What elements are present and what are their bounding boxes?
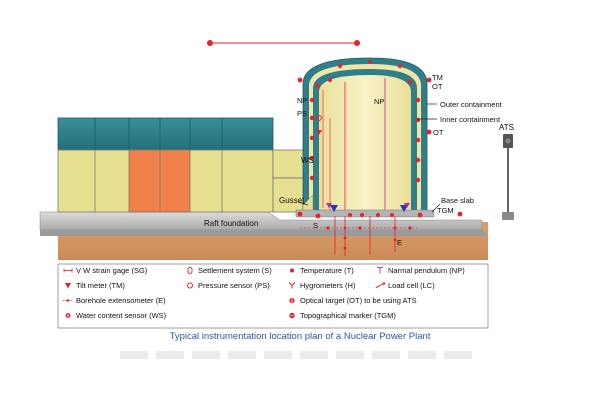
label-np-left: NP [297,96,307,105]
sg-legend-icon [63,268,73,273]
legend-label-t: Temperature (T) [300,266,354,275]
legend-label-e: Borehole extensometer (E) [76,296,166,305]
auxiliary-building [57,117,314,213]
label-np-center: NP [374,97,384,106]
diagram-labels: TM OT NP NP PS Outer containment Inner c… [204,73,514,247]
lc-legend-icon [375,282,386,288]
legend-label-tm: Tilt meter (TM) [76,281,125,290]
legend-label-sg: V W strain gage (SG) [76,266,148,275]
leader-lines [297,103,441,213]
figure-caption: Typical instrumentation location plan of… [169,331,431,342]
legend-label-s: Settlement system (S) [198,266,272,275]
label-ws: WS [301,156,314,165]
legend-label-ot: Optical target (OT) to be using ATS [300,296,417,305]
ws-legend-icon [65,313,71,318]
borehole-extensometers [334,216,397,256]
faded-subcaption [120,351,480,359]
label-inner-containment: Inner containment [440,115,501,124]
base-instruments [297,203,463,230]
label-s: S [313,221,318,230]
tgm-legend-icon [289,312,295,319]
normal-pendulum-lines [322,78,386,210]
label-e: E [397,238,402,247]
label-ot-top: OT [432,82,443,91]
t-legend-icon [290,268,294,273]
top-marker-bar [207,40,360,46]
containment-structure [295,57,435,218]
tm-legend-icon [65,283,71,289]
label-raft-foundation: Raft foundation [204,219,258,228]
label-ot-right: OT [433,128,444,137]
label-gusset: Gusset [279,196,305,205]
legend-label-ws: Water content sensor (WS) [76,311,167,320]
s-legend-icon [187,267,193,274]
ats-station [502,134,514,220]
np-legend-icon [377,267,383,274]
legend-items: V W strain gage (SG) Settlement system (S… [63,266,465,320]
e-legend-icon [63,299,73,302]
legend-label-h: Hygrometers (H) [300,281,356,290]
legend-label-lc: Load cell (LC) [388,281,435,290]
label-base-slab: Base slab [441,196,474,205]
label-tgm: TGM [437,206,454,215]
legend-label-np: Narmal pendulum (NP) [388,266,465,275]
label-outer-containment: Outer containment [440,100,503,109]
ps-legend-icon [187,282,193,289]
label-ats: ATS [499,123,514,132]
wall-instruments [297,60,432,183]
label-ps: PS [297,109,307,118]
legend-label-ps: Pressure sensor (PS) [198,281,270,290]
label-tm-top: TM [432,73,443,82]
legend [57,263,489,329]
legend-label-tgm: Topographical marker (TGM) [300,311,396,320]
h-legend-icon [288,282,296,289]
ot-legend-icon [289,297,295,304]
